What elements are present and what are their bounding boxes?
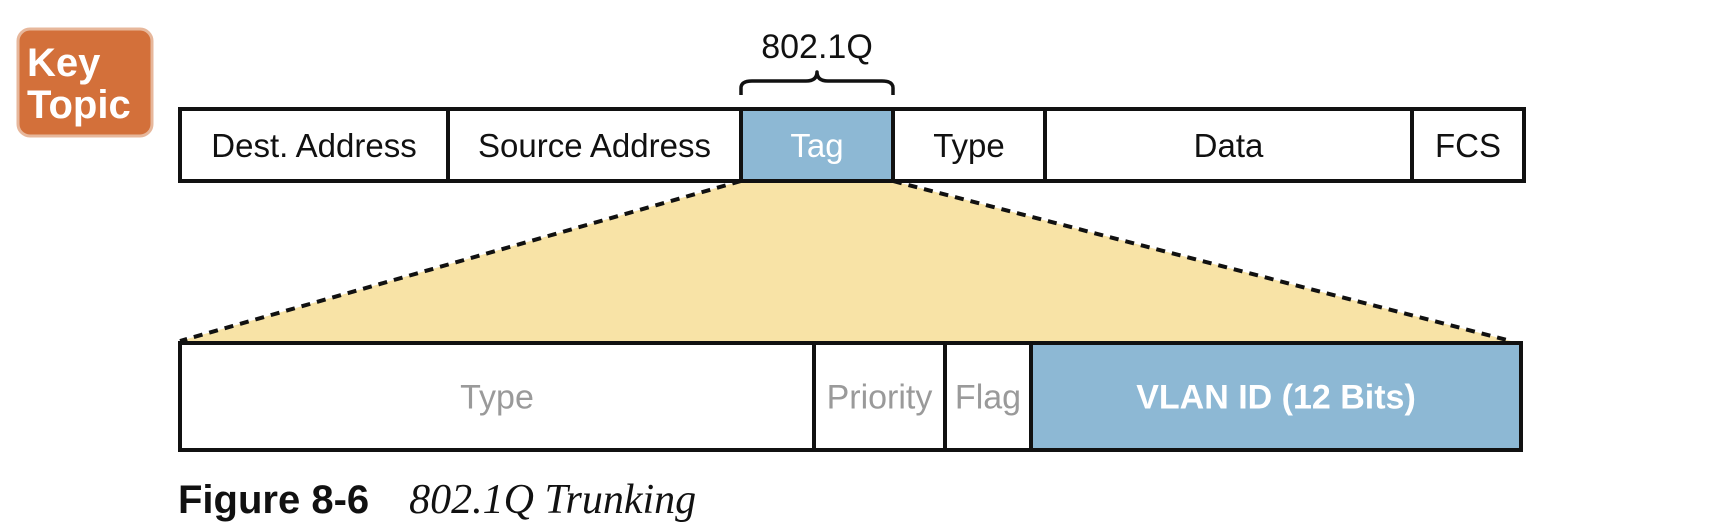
tag-expansion-area: [180, 181, 1511, 341]
frame-field-label: Tag: [790, 127, 843, 164]
tag-field-priority: Priority: [812, 341, 947, 452]
frame-field-label: FCS: [1435, 127, 1501, 164]
tag-field-label: Flag: [955, 379, 1021, 417]
key-topic-badge-line1: Key: [27, 41, 101, 85]
curly-brace: [739, 70, 895, 95]
frame-field-label: Source Address: [478, 127, 711, 164]
figure-number: Figure 8-6: [178, 477, 370, 522]
tag-breakdown: Type Priority Flag VLAN ID (12 Bits): [178, 341, 1523, 452]
key-topic-badge: Key Topic: [16, 27, 154, 138]
frame-field-box: [1410, 107, 1526, 183]
frame-field-label: Data: [1194, 127, 1264, 164]
tag-field-box: [178, 341, 816, 452]
frame-field-source-address: Source Address: [446, 107, 743, 183]
key-topic-badge-line2: Topic: [27, 83, 131, 127]
tag-field-type: Type: [178, 341, 816, 452]
figure-caption: Figure 8-6 802.1Q Trunking: [178, 472, 696, 528]
frame-field-dest-address: Dest. Address: [178, 107, 450, 183]
brace-label: 802.1Q: [761, 28, 873, 66]
ethernet-frame: Dest. Address Source Address Tag Type Data FC…: [178, 107, 1526, 183]
tag-field-box: [1029, 341, 1523, 452]
frame-field-fcs: FCS: [1410, 107, 1526, 183]
expansion-right-dashed-line: [892, 179, 1512, 343]
tag-field-box: [943, 341, 1033, 452]
frame-field-label: Dest. Address: [211, 127, 416, 164]
expansion-left-dashed-line: [179, 179, 742, 343]
frame-field-box: [1043, 107, 1414, 183]
frame-field-box: [891, 107, 1047, 183]
tag-field-label: Type: [460, 379, 534, 417]
tag-field-vlan-id-12-bits: VLAN ID (12 Bits): [1029, 341, 1523, 452]
frame-field-type: Type: [891, 107, 1047, 183]
frame-field-box: [446, 107, 743, 183]
frame-field-box: [178, 107, 450, 183]
tag-field-label: VLAN ID (12 Bits): [1136, 379, 1416, 417]
frame-field-data: Data: [1043, 107, 1414, 183]
figure-title: 802.1Q Trunking: [409, 477, 697, 523]
tag-field-flag: Flag: [943, 341, 1033, 452]
key-topic-badge-background: [16, 27, 154, 138]
frame-field-label: Type: [933, 127, 1005, 164]
frame-field-tag: Tag: [739, 107, 895, 183]
tag-field-label: Priority: [827, 379, 933, 417]
tag-field-box: [812, 341, 947, 452]
